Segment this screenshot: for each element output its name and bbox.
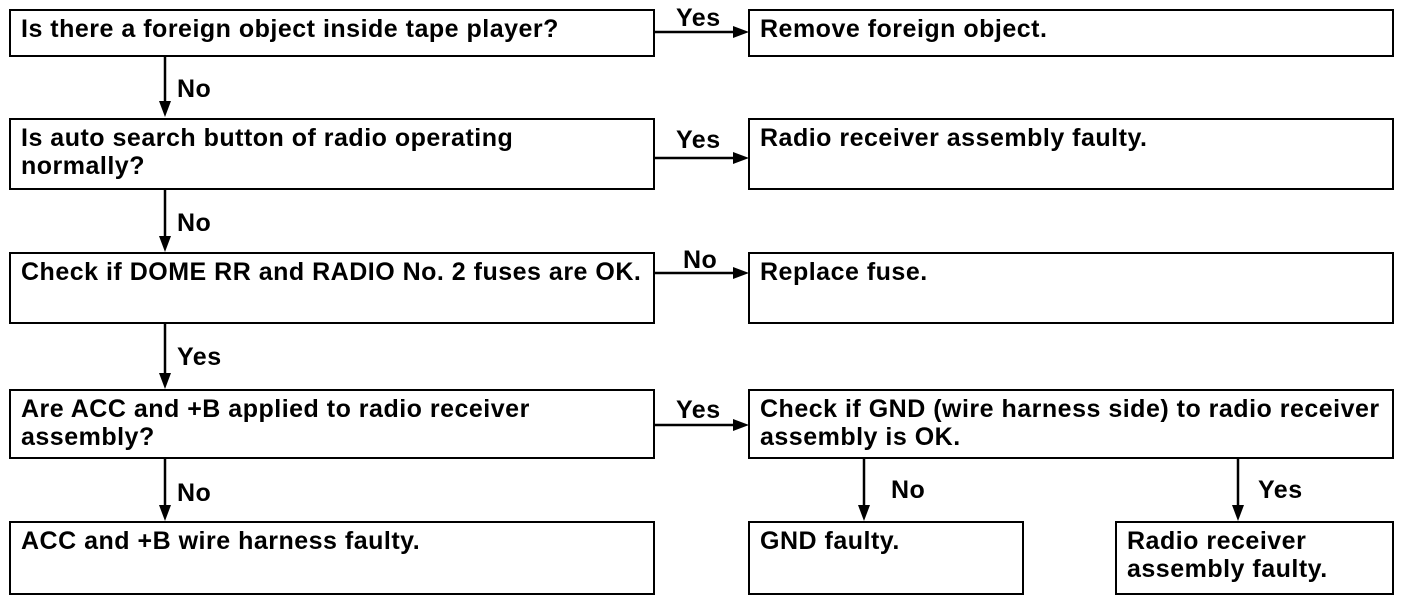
result-radio-receiver-assembly-faulty: Radio receiver assembly faulty.: [1115, 521, 1394, 595]
check-gnd: Check if GND (wire harness side) to radi…: [748, 389, 1394, 459]
branch-label-yes: Yes: [1258, 476, 1303, 504]
check-fuses-text: Check if DOME RR and RADIO No. 2 fuses a…: [21, 258, 642, 286]
branch-label-yes: Yes: [177, 343, 222, 371]
arrow-down-icon: [159, 373, 171, 389]
arrow-right-icon: [733, 419, 749, 431]
result-acc-b-harness-faulty: ACC and +B wire harness faulty.: [9, 521, 655, 595]
question-foreign-object-text: Is there a foreign object inside tape pl…: [21, 15, 559, 43]
arrow-down-icon: [159, 505, 171, 521]
result-acc-b-harness-faulty-text: ACC and +B wire harness faulty.: [21, 527, 421, 555]
result-gnd-faulty-text: GND faulty.: [760, 527, 900, 555]
branch-label-no: No: [683, 246, 718, 274]
arrow-right-icon: [733, 152, 749, 164]
branch-label-no: No: [177, 75, 212, 103]
result-replace-fuse: Replace fuse.: [748, 252, 1394, 324]
arrow-down-icon: [159, 101, 171, 117]
result-radio-receiver-faulty: Radio receiver assembly faulty.: [748, 118, 1394, 190]
question-auto-search-text: Is auto search button of radio operating…: [21, 124, 514, 180]
arrow-down-icon: [858, 505, 870, 521]
branch-label-no: No: [177, 209, 212, 237]
check-fuses: Check if DOME RR and RADIO No. 2 fuses a…: [9, 252, 655, 324]
arrow-right-icon: [733, 26, 749, 38]
arrow-right-icon: [733, 267, 749, 279]
arrow-down-icon: [159, 236, 171, 252]
check-gnd-text: Check if GND (wire harness side) to radi…: [760, 395, 1380, 451]
question-foreign-object: Is there a foreign object inside tape pl…: [9, 9, 655, 57]
question-auto-search: Is auto search button of radio operating…: [9, 118, 655, 190]
question-acc-b-text: Are ACC and +B applied to radio receiver…: [21, 395, 530, 451]
result-remove-foreign-object-text: Remove foreign object.: [760, 15, 1048, 43]
branch-label-yes: Yes: [676, 396, 721, 424]
branch-label-yes: Yes: [676, 4, 721, 32]
result-replace-fuse-text: Replace fuse.: [760, 258, 928, 286]
branch-label-no: No: [177, 479, 212, 507]
branch-label-no: No: [891, 476, 926, 504]
question-acc-b: Are ACC and +B applied to radio receiver…: [9, 389, 655, 459]
result-remove-foreign-object: Remove foreign object.: [748, 9, 1394, 57]
result-radio-receiver-faulty-text: Radio receiver assembly faulty.: [760, 124, 1148, 152]
branch-label-yes: Yes: [676, 126, 721, 154]
result-radio-receiver-assembly-faulty-text: Radio receiver assembly faulty.: [1127, 527, 1328, 583]
result-gnd-faulty: GND faulty.: [748, 521, 1024, 595]
arrow-down-icon: [1232, 505, 1244, 521]
